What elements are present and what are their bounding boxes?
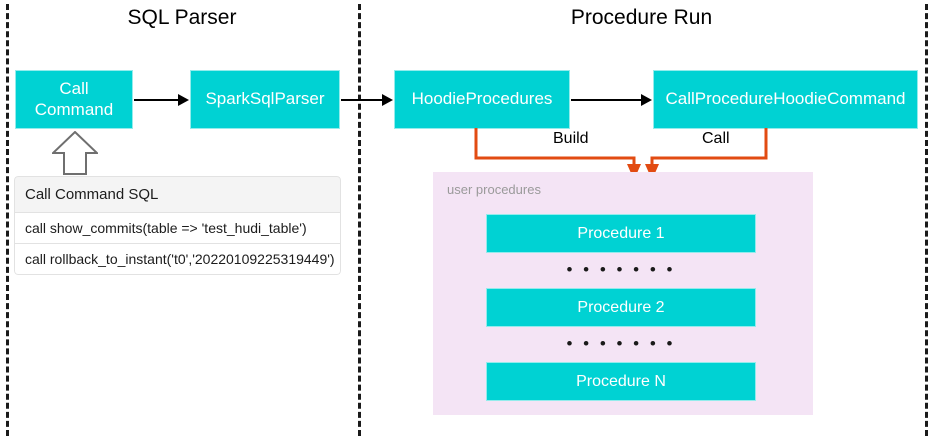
flow-arrow-line-procedures-to-command xyxy=(571,99,642,101)
node-spark-sql-parser[interactable]: SparkSqlParser xyxy=(190,70,340,129)
node-hoodie-procedures-label: HoodieProcedures xyxy=(411,89,553,109)
node-call-procedure-hoodie-command-label: CallProcedureHoodieCommand xyxy=(665,89,906,109)
node-call-procedure-hoodie-command[interactable]: CallProcedureHoodieCommand xyxy=(653,70,918,129)
procedure-box[interactable]: Procedure 1 xyxy=(486,214,756,253)
procedure-box-label: Procedure N xyxy=(576,372,666,390)
procedure-box-label: Procedure 1 xyxy=(577,224,665,242)
node-call-command-label-line1: Call xyxy=(59,79,89,99)
sql-table-row: call show_commits(table => 'test_hudi_ta… xyxy=(14,213,341,244)
flow-arrow-line-call-to-parser xyxy=(134,99,179,101)
node-call-command-label-line2: Command xyxy=(34,99,114,119)
node-spark-sql-parser-label: SparkSqlParser xyxy=(205,89,325,109)
node-call-command[interactable]: Call Command xyxy=(15,70,133,129)
hollow-up-arrow-icon xyxy=(52,131,98,175)
call-command-sql-table: Call Command SQL call show_commits(table… xyxy=(14,176,341,275)
node-hoodie-procedures[interactable]: HoodieProcedures xyxy=(394,70,570,129)
flow-arrow-line-parser-to-procedures xyxy=(341,99,383,101)
procedure-box[interactable]: Procedure N xyxy=(486,362,756,401)
procedure-separator-dots: • • • • • • • xyxy=(566,334,676,353)
section-title-procedure-run: Procedure Run xyxy=(570,6,713,29)
flow-arrow-head-call-to-parser xyxy=(178,94,189,106)
connector-label-build: Build xyxy=(548,130,594,148)
section-divider-right xyxy=(925,4,928,436)
user-procedures-label: user procedures xyxy=(447,182,541,197)
section-title-sql-parser: SQL Parser xyxy=(127,6,237,29)
flow-arrow-head-parser-to-procedures xyxy=(382,94,393,106)
connector-label-call: Call xyxy=(697,130,735,148)
user-procedures-panel: user procedures Procedure 1 • • • • • • … xyxy=(433,172,813,415)
procedure-box-label: Procedure 2 xyxy=(577,298,665,316)
flow-arrow-head-procedures-to-command xyxy=(641,94,652,106)
sql-table-header: Call Command SQL xyxy=(14,176,341,213)
sql-table-row: call rollback_to_instant('t0','202201092… xyxy=(14,244,341,275)
section-divider-middle xyxy=(358,4,361,436)
section-divider-left xyxy=(6,4,9,436)
procedure-separator-dots: • • • • • • • xyxy=(566,260,676,279)
procedure-box[interactable]: Procedure 2 xyxy=(486,288,756,327)
